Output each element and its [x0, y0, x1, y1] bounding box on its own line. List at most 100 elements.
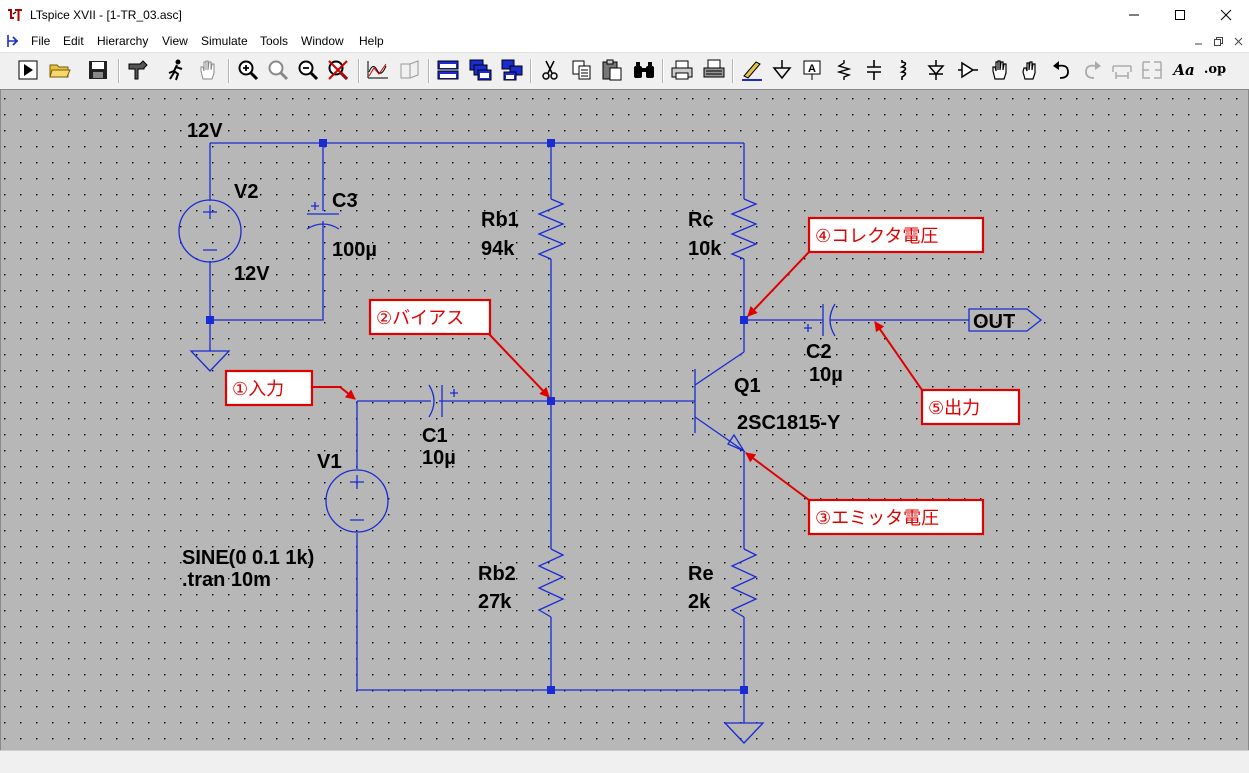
v2-voltage-source[interactable] [178, 199, 242, 263]
save-icon [89, 61, 107, 79]
diode-button[interactable] [924, 58, 948, 82]
paste-button[interactable] [600, 58, 624, 82]
q1-value: 2SC1815-Y [737, 412, 841, 434]
menu-file[interactable]: File [31, 34, 51, 48]
net-label-12v: 12V [187, 120, 223, 142]
cut-button[interactable] [538, 58, 562, 82]
re-resistor[interactable] [730, 548, 758, 618]
v2-value: 12V [234, 263, 270, 285]
menu-help[interactable]: Help [359, 34, 384, 48]
find-button[interactable] [632, 58, 656, 82]
c3-name: C3 [332, 190, 358, 212]
annotation-input-text: ①入力 [232, 379, 284, 400]
v1-voltage-source[interactable] [325, 469, 389, 533]
schematic-canvas[interactable]: OUT 12V V2 12V C3 100µ Rb1 94k Rc 10k C2… [0, 89, 1249, 751]
inductor-icon [899, 60, 907, 80]
zoom-full-button[interactable] [266, 58, 290, 82]
rc-name: Rc [688, 209, 714, 231]
re-value: 2k [688, 591, 711, 613]
ground-button[interactable] [770, 58, 794, 82]
waveform-button[interactable] [366, 58, 390, 82]
menu-hierarchy[interactable]: Hierarchy [97, 34, 149, 48]
close-button[interactable] [1203, 0, 1249, 30]
text-button[interactable]: Aa [1173, 61, 1195, 79]
print-setup-icon [703, 59, 725, 78]
open-icon [49, 64, 71, 78]
wire-button[interactable] [740, 58, 764, 82]
c1-capacitor[interactable] [428, 384, 458, 418]
inductor-button[interactable] [892, 58, 916, 82]
capacitor-icon [867, 60, 881, 80]
menu-edit[interactable]: Edit [63, 34, 84, 48]
c2-capacitor[interactable] [804, 303, 836, 337]
ground-icon [772, 60, 792, 80]
zoom-in-button[interactable] [236, 58, 260, 82]
c1-value: 10µ [422, 447, 456, 469]
undo-button[interactable] [1050, 58, 1074, 82]
maximize-button[interactable] [1157, 0, 1203, 30]
tile-windows-button[interactable] [500, 58, 524, 82]
pan-icon [200, 60, 215, 80]
mdi-close-icon[interactable] [1232, 35, 1245, 47]
mirror-button[interactable] [1140, 58, 1164, 82]
zoom-out-button[interactable] [296, 58, 320, 82]
out-port-label: OUT [973, 311, 1015, 333]
status-bar [0, 750, 1249, 773]
move-icon [992, 60, 1007, 80]
move-button[interactable] [988, 58, 1012, 82]
rb1-resistor[interactable] [537, 198, 565, 260]
mdi-minimize-icon[interactable] [1192, 35, 1205, 47]
annotation-output-text: ⑤出力 [928, 398, 980, 419]
component-button[interactable] [956, 58, 980, 82]
v1-value: SINE(0 0.1 1k) [182, 547, 314, 569]
ltspice-logo-icon [7, 7, 23, 23]
rotate-button[interactable] [1110, 58, 1134, 82]
annotation-emitter-text: ③エミッタ電圧 [815, 508, 939, 529]
cascade-button[interactable] [468, 58, 492, 82]
c3-capacitor[interactable] [306, 202, 340, 253]
menu-tools[interactable]: Tools [260, 34, 289, 48]
capacitor-button[interactable] [862, 58, 886, 82]
open-button[interactable] [48, 58, 72, 82]
halt-button[interactable] [164, 58, 188, 82]
pan-button[interactable] [196, 58, 220, 82]
title-bar: LTspice XVII - [1-TR_03.asc] [0, 0, 1249, 30]
tile-horizontal-button[interactable] [436, 58, 460, 82]
copy-button[interactable] [570, 58, 594, 82]
rb2-resistor[interactable] [537, 548, 565, 618]
drag-button[interactable] [1018, 58, 1042, 82]
toolbar: A Aa .op [0, 52, 1249, 90]
tile-windows-icon [501, 59, 523, 81]
out-port-symbol[interactable] [968, 308, 1043, 332]
spice-directive-button[interactable]: .op [1203, 62, 1227, 77]
v2-name: V2 [234, 181, 258, 203]
junction-dots [206, 139, 748, 694]
zoom-cancel-button[interactable] [326, 58, 350, 82]
ground-symbol-left[interactable] [189, 350, 231, 372]
print-setup-button[interactable] [702, 58, 726, 82]
ground-symbol-right[interactable] [723, 722, 765, 744]
menu-window[interactable]: Window [301, 34, 344, 48]
find-icon [634, 62, 654, 78]
menu-simulate[interactable]: Simulate [201, 34, 248, 48]
rc-resistor[interactable] [730, 198, 758, 260]
v1-name: V1 [317, 451, 341, 473]
q1-transistor[interactable] [694, 351, 746, 453]
label-net-button[interactable]: A [800, 58, 824, 82]
draft-button[interactable] [398, 58, 422, 82]
control-panel-icon [128, 60, 148, 80]
minimize-button[interactable] [1111, 0, 1157, 30]
control-panel-button[interactable] [126, 58, 150, 82]
menu-view[interactable]: View [162, 34, 188, 48]
mdi-restore-icon[interactable] [1212, 35, 1225, 47]
redo-button[interactable] [1080, 58, 1104, 82]
resistor-button[interactable] [832, 58, 856, 82]
cut-icon [542, 60, 558, 80]
diode-icon [927, 60, 945, 80]
save-button[interactable] [86, 58, 110, 82]
print-button[interactable] [670, 58, 694, 82]
schematic-drawing[interactable]: OUT 12V V2 12V C3 100µ Rb1 94k Rc 10k C2… [1, 90, 1248, 750]
q1-name: Q1 [734, 375, 761, 397]
run-button[interactable] [16, 58, 40, 82]
document-icon[interactable] [5, 33, 21, 49]
